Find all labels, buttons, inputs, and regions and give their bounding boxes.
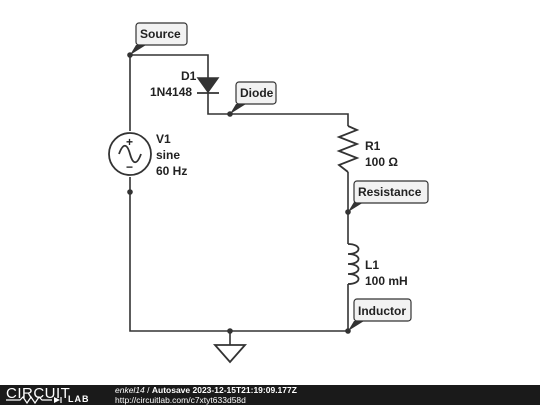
minus-sign: −	[126, 160, 133, 174]
source-frequency: 60 Hz	[156, 164, 187, 178]
inductor-name: L1	[365, 258, 379, 272]
node-label-diode[interactable]: Diode	[230, 81, 277, 114]
footer-info: enkel14 / Autosave 2023-12-15T21:19:09.1…	[115, 385, 297, 405]
tag-pointer-resistance	[348, 202, 364, 212]
resistor-name: R1	[365, 139, 381, 153]
footer-url[interactable]: http://circuitlab.com/c7xtyt633d58d	[115, 394, 246, 405]
tag-pointer-source	[130, 45, 146, 55]
svg-text:Inductor: Inductor	[358, 304, 406, 318]
plus-sign: +	[126, 135, 133, 149]
footer-bar: CIRCUIT LAB enkel14 / Autosave 2023-12-1…	[0, 385, 540, 405]
junction-source-terminal	[127, 189, 133, 195]
sine-source-icon	[108, 132, 152, 176]
source-type: sine	[156, 148, 180, 162]
schematic-canvas: + − V1 sine 60 Hz D1 1N4148 R1 100 Ω L1 …	[108, 22, 429, 364]
resistor-value: 100 Ω	[365, 155, 398, 169]
wire-source-bottom	[129, 177, 348, 332]
voltage-source-symbol[interactable]: + −	[108, 132, 152, 176]
wire-top-to-diode	[130, 54, 209, 78]
junction-ground	[227, 328, 233, 334]
circuitlab-logo[interactable]: CIRCUIT LAB	[6, 385, 106, 404]
svg-text:Source: Source	[140, 27, 181, 41]
svg-text:Diode: Diode	[240, 86, 274, 100]
node-label-inductor[interactable]: Inductor	[348, 298, 412, 331]
tag-pointer-diode	[230, 104, 246, 114]
svg-text:Resistance: Resistance	[358, 185, 422, 199]
wires	[129, 54, 349, 345]
footer-autosave: Autosave 2023-12-15T21:19:09.177Z	[151, 385, 297, 395]
ground-icon[interactable]	[213, 344, 247, 364]
tag-pointer-inductor	[348, 321, 364, 331]
logo-resistor-icon	[6, 396, 62, 404]
footer-separator: /	[144, 385, 152, 395]
footer-user[interactable]: enkel14	[115, 385, 145, 395]
resistor-zigzag-icon[interactable]	[336, 125, 360, 173]
logo-text-lab: LAB	[68, 394, 90, 404]
diode-name: D1	[181, 69, 197, 83]
inductor-value: 100 mH	[365, 274, 408, 288]
source-name: V1	[156, 132, 171, 146]
node-label-source[interactable]: Source	[130, 22, 188, 55]
diode-symbol[interactable]	[196, 77, 220, 100]
node-label-resistance[interactable]: Resistance	[348, 180, 429, 212]
diode-part: 1N4148	[150, 85, 192, 99]
sine-wave-icon	[118, 144, 142, 164]
diode-triangle-icon	[196, 77, 220, 94]
inductor-coil-icon[interactable]	[347, 243, 360, 285]
wire-diode-to-resistor	[207, 100, 349, 126]
